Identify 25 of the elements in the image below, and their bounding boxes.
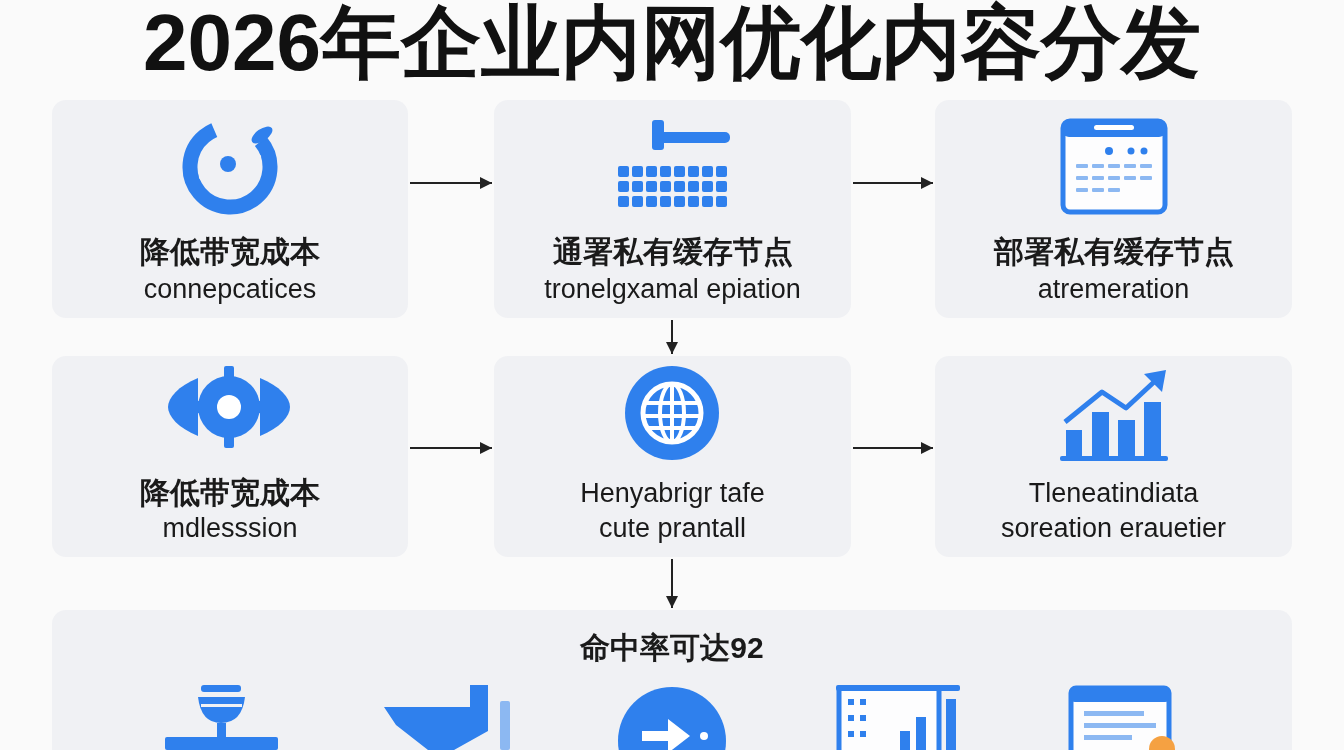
process-box xyxy=(494,356,851,557)
arrow xyxy=(852,442,934,454)
box-heading: 降低带宽成本 xyxy=(140,475,320,511)
box-heading: 通署私有缓存节点 xyxy=(552,234,793,270)
box-heading: 部署私有缓存节点 xyxy=(993,234,1234,270)
box-subtitle: atremeration xyxy=(1037,273,1190,306)
arrow xyxy=(666,558,678,609)
process-box xyxy=(52,100,408,318)
panel-heading: 命中率可达92 xyxy=(580,630,764,666)
process-box xyxy=(935,100,1292,318)
arrow xyxy=(409,177,493,189)
box-subtitle: mdlesssion xyxy=(162,512,298,545)
box-text: Henyabrigr tafe cute prantall xyxy=(579,477,766,545)
title: 2026年企业内网优化内容分发 xyxy=(143,0,1201,88)
box-heading: 降低带宽成本 xyxy=(140,234,320,270)
process-box xyxy=(494,100,851,318)
arrow xyxy=(666,319,678,355)
process-box xyxy=(935,356,1292,557)
arrow xyxy=(409,442,493,454)
arrow xyxy=(852,177,934,189)
box-text: Tleneatindiata soreation erauetier xyxy=(999,477,1228,545)
process-box xyxy=(52,356,408,557)
box-subtitle: tronelgxamal epiation xyxy=(544,273,801,306)
panel xyxy=(52,610,1292,750)
box-subtitle: connepcatices xyxy=(143,273,317,306)
